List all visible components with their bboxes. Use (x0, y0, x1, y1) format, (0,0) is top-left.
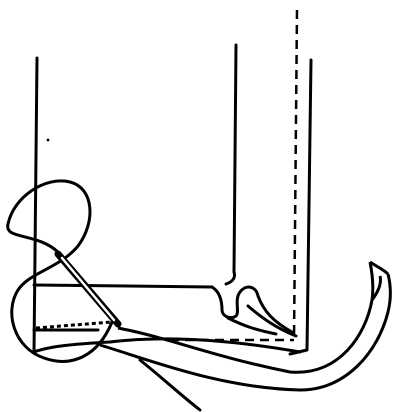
thread-loop (8, 181, 112, 361)
needle-eye (62, 258, 114, 320)
vertical-stitch-line (294, 10, 297, 340)
strip-outer-edge (100, 274, 390, 390)
fabric-gather-inner (226, 272, 235, 284)
running-stitches (36, 322, 112, 328)
needle (58, 254, 118, 324)
fabric-gather-crease-2 (248, 306, 296, 336)
fabric-inner-vertical (234, 45, 236, 272)
strip-inner-edge (118, 262, 373, 372)
hem-running-stitch (36, 322, 112, 328)
fabric-outer-vertical (290, 60, 311, 354)
hem-fold-line (34, 285, 212, 287)
ink-dot (47, 139, 50, 142)
fabric-layers (34, 45, 311, 354)
fabric-left-edge (34, 58, 37, 352)
